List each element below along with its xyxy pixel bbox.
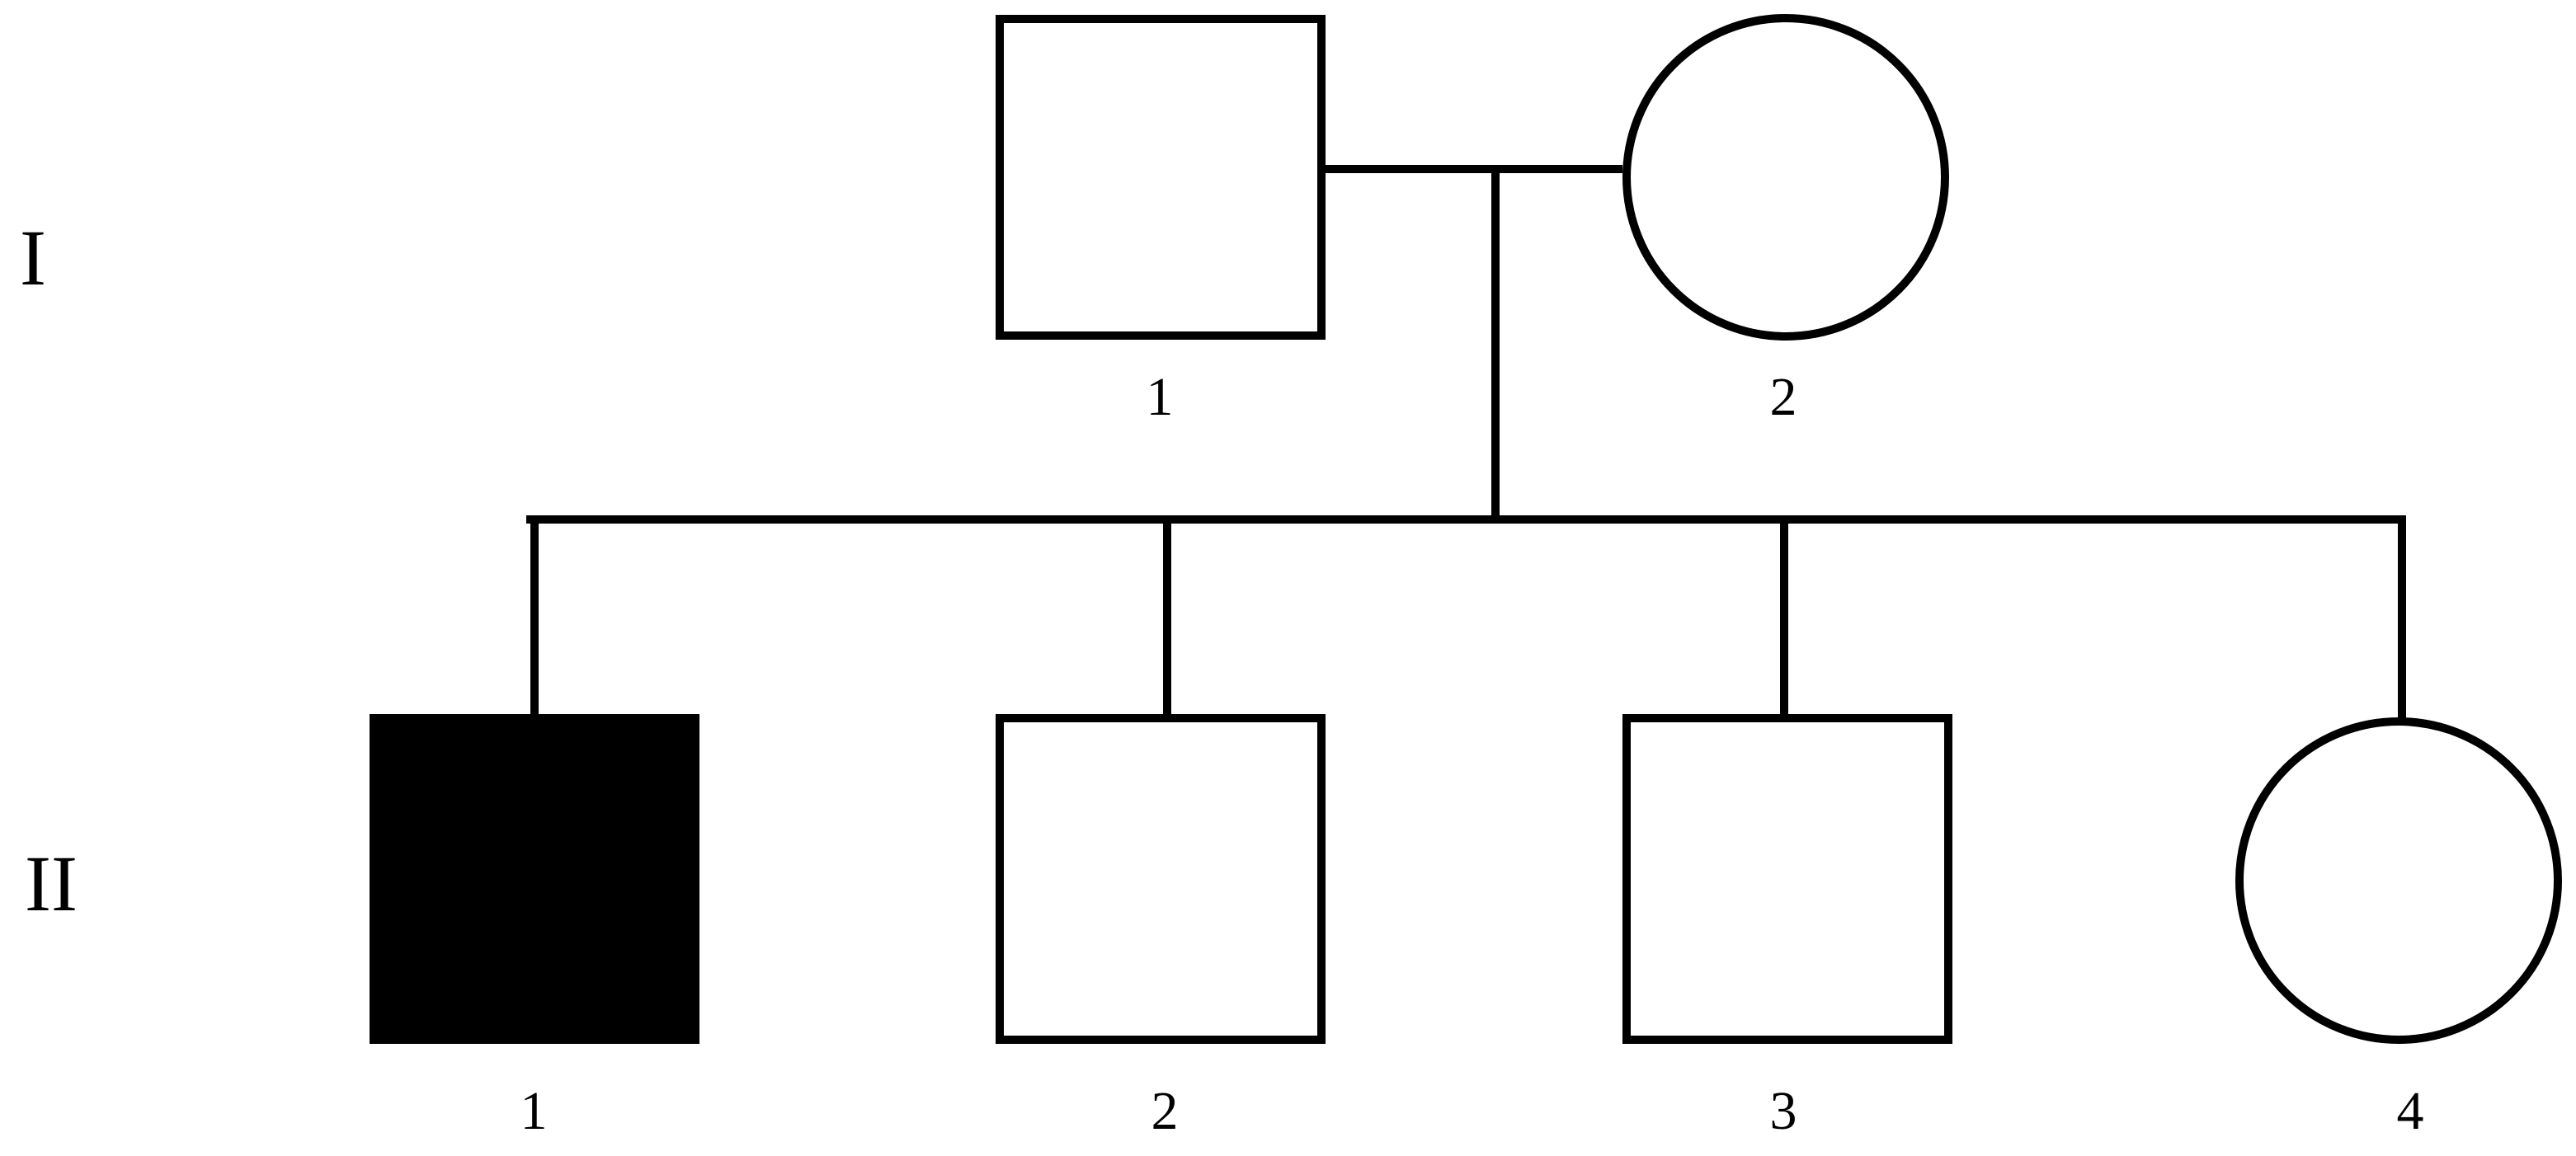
individual-number-ii-2: 2	[1151, 1081, 1179, 1141]
symbol-female-ii-4[interactable]	[2235, 717, 2562, 1044]
individual-number-ii-1: 1	[520, 1081, 548, 1141]
individual-number-i-2: 2	[1769, 367, 1797, 427]
individual-number-i-1: 1	[1146, 367, 1174, 427]
generation-label-ii: II	[25, 839, 78, 928]
generation-label-i: I	[20, 214, 46, 302]
symbol-male-affected-ii-1[interactable]	[370, 714, 699, 1044]
symbol-female-i-2[interactable]	[1622, 14, 1949, 341]
symbol-male-ii-3[interactable]	[1622, 714, 1952, 1044]
symbol-male-i-1[interactable]	[996, 15, 1326, 340]
individual-number-ii-4: 4	[2396, 1081, 2424, 1141]
individual-number-ii-3: 3	[1769, 1081, 1797, 1141]
symbol-male-ii-2[interactable]	[996, 714, 1326, 1044]
